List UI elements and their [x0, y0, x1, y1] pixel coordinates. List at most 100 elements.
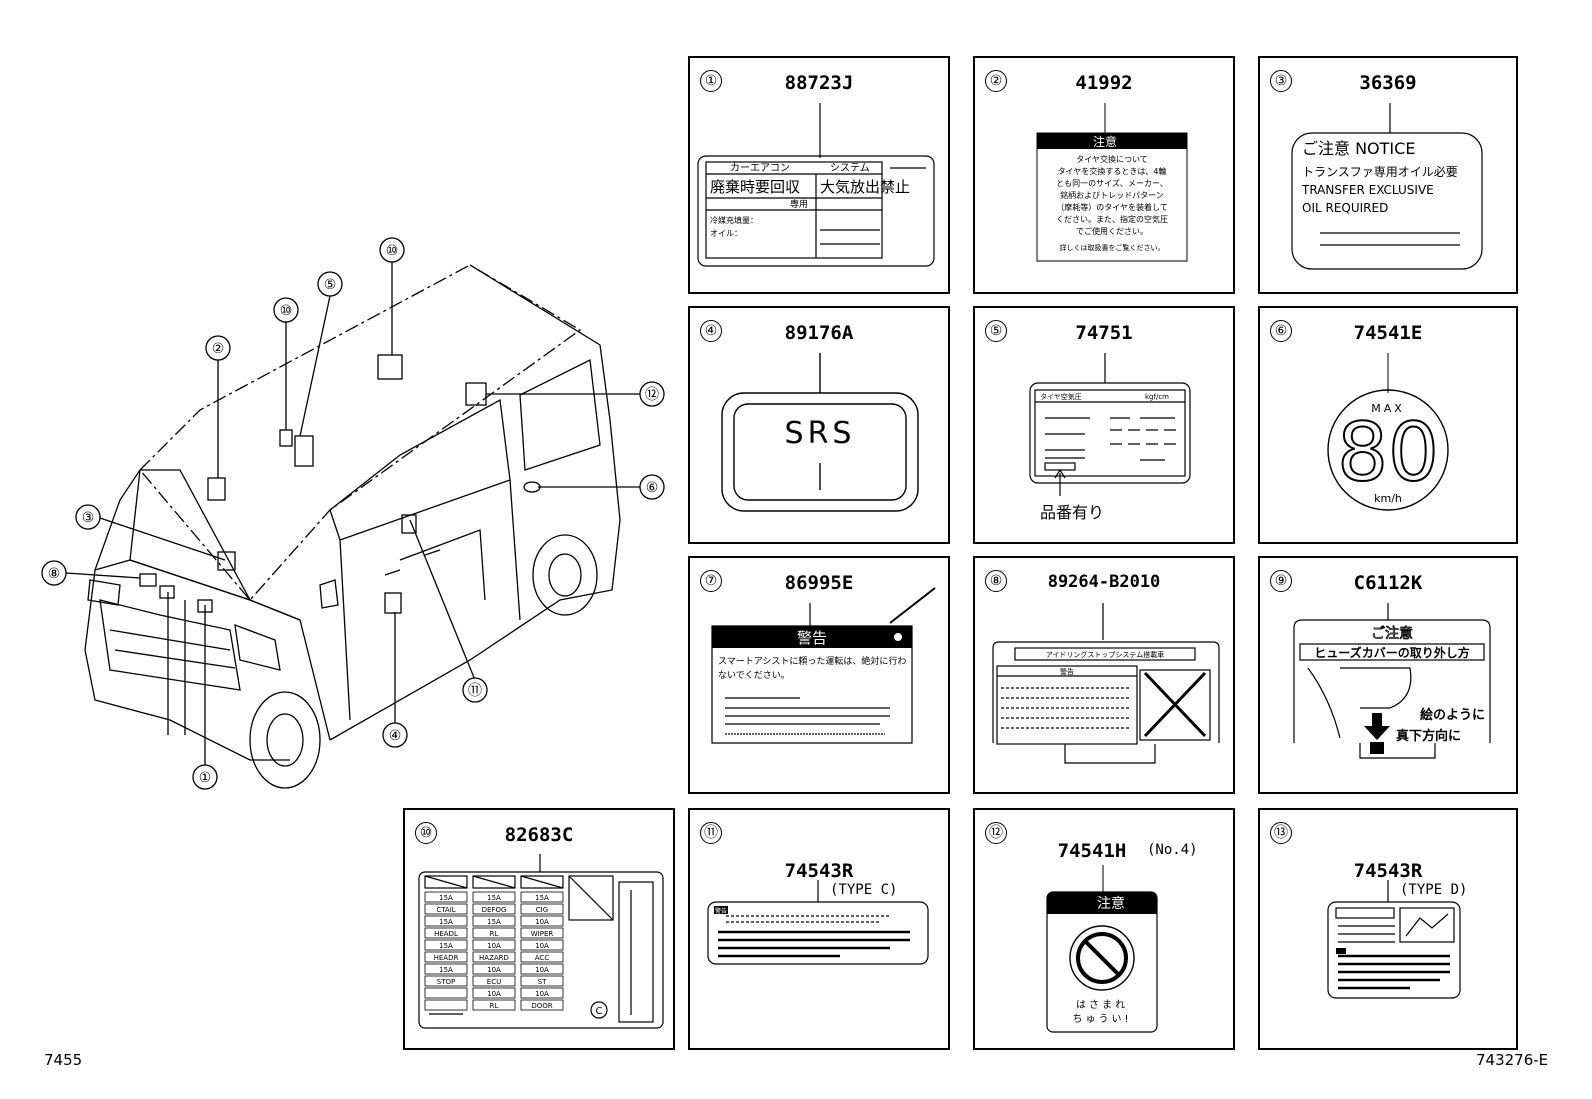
part-code: 86995E [784, 572, 854, 594]
fuse-label: RL [490, 930, 499, 938]
label-illustration: アイドリングストップシステム搭載車 警告 [992, 603, 1220, 764]
number-note: (No.4) [1147, 842, 1198, 858]
text-l6: ください。また、指定の空気圧 [1056, 214, 1168, 224]
label-illustration [1327, 880, 1461, 999]
fuse-label: ECU [487, 978, 501, 986]
fuse-cell [424, 951, 468, 963]
text-t3: 絵のように [1420, 707, 1485, 723]
text-t2: トランスファ専用オイル必要 [1302, 165, 1458, 179]
part-code: 74751 [1075, 322, 1133, 344]
warning-head: 警告 [797, 629, 827, 647]
fuse-cell [424, 915, 468, 927]
callout-8: ⑧ [48, 566, 61, 582]
fuse-cell [472, 915, 516, 927]
panel-6: ⑥ 74541E MAX 80 km/h [1258, 306, 1518, 544]
text-t2: ヒューズカバーの取り外し方 [1314, 645, 1469, 660]
fuse-label: CIG [536, 906, 548, 914]
fuse-cell [472, 903, 516, 915]
label-illustration: 注意 タイヤ交換について タイヤを交換するときは、4輪 とも同一のサイズ、メーカ… [1036, 103, 1188, 262]
panel-11: ⑪ 74543R (TYPE C) 警告 [688, 808, 950, 1050]
label-illustration: タイヤ空気圧 kgf/cm 品番有り [1029, 353, 1191, 522]
panel-number: ① [700, 70, 722, 92]
panel-number: ③ [1270, 70, 1292, 92]
callout-12: ⑫ [645, 387, 659, 403]
fuse-cell [520, 999, 564, 1011]
panel-4: ④ 89176A SRS [688, 306, 950, 544]
text-t2: 警告 [1060, 667, 1074, 676]
fuse-cell [520, 915, 564, 927]
text-t1: ご注意 NOTICE [1302, 139, 1415, 158]
part-code: 36369 [1359, 72, 1417, 94]
panel-7: ⑦ 86995E 警告 スマートアシストに頼った運転は、絶対に行わ ないでくださ… [688, 556, 950, 794]
panel-number: ② [985, 70, 1007, 92]
fuse-label: ACC [535, 954, 550, 962]
fuse-label: 15A [487, 894, 501, 902]
fuse-label: 10A [535, 918, 549, 926]
figure-id-left: 7455 [44, 1051, 83, 1069]
part-code: 82683C [504, 824, 574, 846]
fuse-cell [424, 903, 468, 915]
panel-number: ⑩ [415, 822, 437, 844]
callout-4: ④ [389, 728, 402, 744]
part-code: 89176A [784, 322, 854, 344]
caution-head: 注意 [1097, 895, 1125, 912]
part-code: 74541H [1057, 840, 1127, 862]
panel-number: ⑤ [985, 320, 1007, 342]
part-code: 41992 [1075, 72, 1133, 94]
fuse-label: STOP [437, 978, 455, 986]
panel-number: ⑫ [985, 822, 1007, 844]
callout-1: ① [199, 770, 212, 786]
panel-number: ④ [700, 320, 722, 342]
fuse-cell [472, 999, 516, 1011]
panel-8: ⑧ 89264-B2010 アイドリングストップシステム搭載車 警告 [973, 556, 1235, 794]
text-t2: kgf/cm [1145, 393, 1169, 401]
fuse-label: 15A [439, 966, 453, 974]
part-code: 74543R [784, 860, 854, 882]
callout-10a: ⑩ [280, 303, 293, 319]
fuse-cell [472, 891, 516, 903]
fuse-label: 10A [535, 942, 549, 950]
fuse-cell [520, 891, 564, 903]
text-t4: 真下方向に [1396, 728, 1461, 744]
fuse-label: DEFOG [482, 906, 507, 914]
fuse-cell [472, 927, 516, 939]
callout-10b: ⑩ [386, 243, 399, 259]
panel-number: ⑧ [985, 570, 1007, 592]
panel-12: ⑫ 74541H (No.4) 注意 はさまれ ちゅうい! [973, 808, 1235, 1050]
part-code: 88723J [784, 72, 854, 94]
text-t6: 冷媒充填量： [710, 215, 758, 225]
label-illustration: MAX 80 km/h [1327, 353, 1449, 511]
text-t1: はさまれ [1076, 999, 1128, 1011]
label-illustration: SRS [721, 353, 919, 512]
callout-11: ⑪ [468, 683, 482, 699]
fuse-cell [520, 963, 564, 975]
fuse-cell [424, 927, 468, 939]
callout-2: ② [212, 341, 225, 357]
fuse-cell [520, 951, 564, 963]
fuse-label: ST [538, 978, 547, 986]
panel-number: ⑨ [1270, 570, 1292, 592]
callout-3: ③ [82, 510, 95, 526]
label-illustration: ご注意 ヒューズカバーの取り外し方 絵のように 真下方向に [1293, 603, 1491, 759]
vehicle-illustration: ② ⑩ ⑤ ⑩ ⑫ ⑥ ③ ⑧ ⑪ ④ ① [41, 237, 665, 790]
fuse-label: 10A [487, 942, 501, 950]
fuse-cell [424, 939, 468, 951]
speed-text: 80 [1337, 406, 1439, 499]
text-l2: タイヤを交換するときは、4輪 [1058, 166, 1167, 176]
srs-text: SRS [785, 416, 856, 451]
fuse-cell [472, 975, 516, 987]
label-illustration: 注意 はさまれ ちゅうい! [1046, 865, 1158, 1033]
fuse-label: CTAIL [436, 906, 455, 914]
panel-5: ⑤ 74751 タイヤ空気圧 kgf/cm 品番有り [973, 306, 1235, 544]
text-l2: ないでください。 [718, 670, 790, 681]
text-l3: とも同一のサイズ、メーカー、 [1056, 178, 1168, 188]
copyright-mark: C [596, 1006, 603, 1017]
panel-2: ② 41992 注意 タイヤ交換について タイヤを交換するときは、4輪 とも同一… [973, 56, 1235, 294]
type-note: (TYPE D) [1400, 882, 1468, 898]
label-illustration: カーエアコン システム 廃棄時要回収 大気放出禁止 専用 冷媒充填量： オイル： [697, 103, 935, 267]
fuse-cell [520, 987, 564, 999]
text-t4: OIL REQUIRED [1302, 201, 1388, 215]
text-l5: （摩耗等）のタイヤを装着して [1056, 202, 1168, 212]
